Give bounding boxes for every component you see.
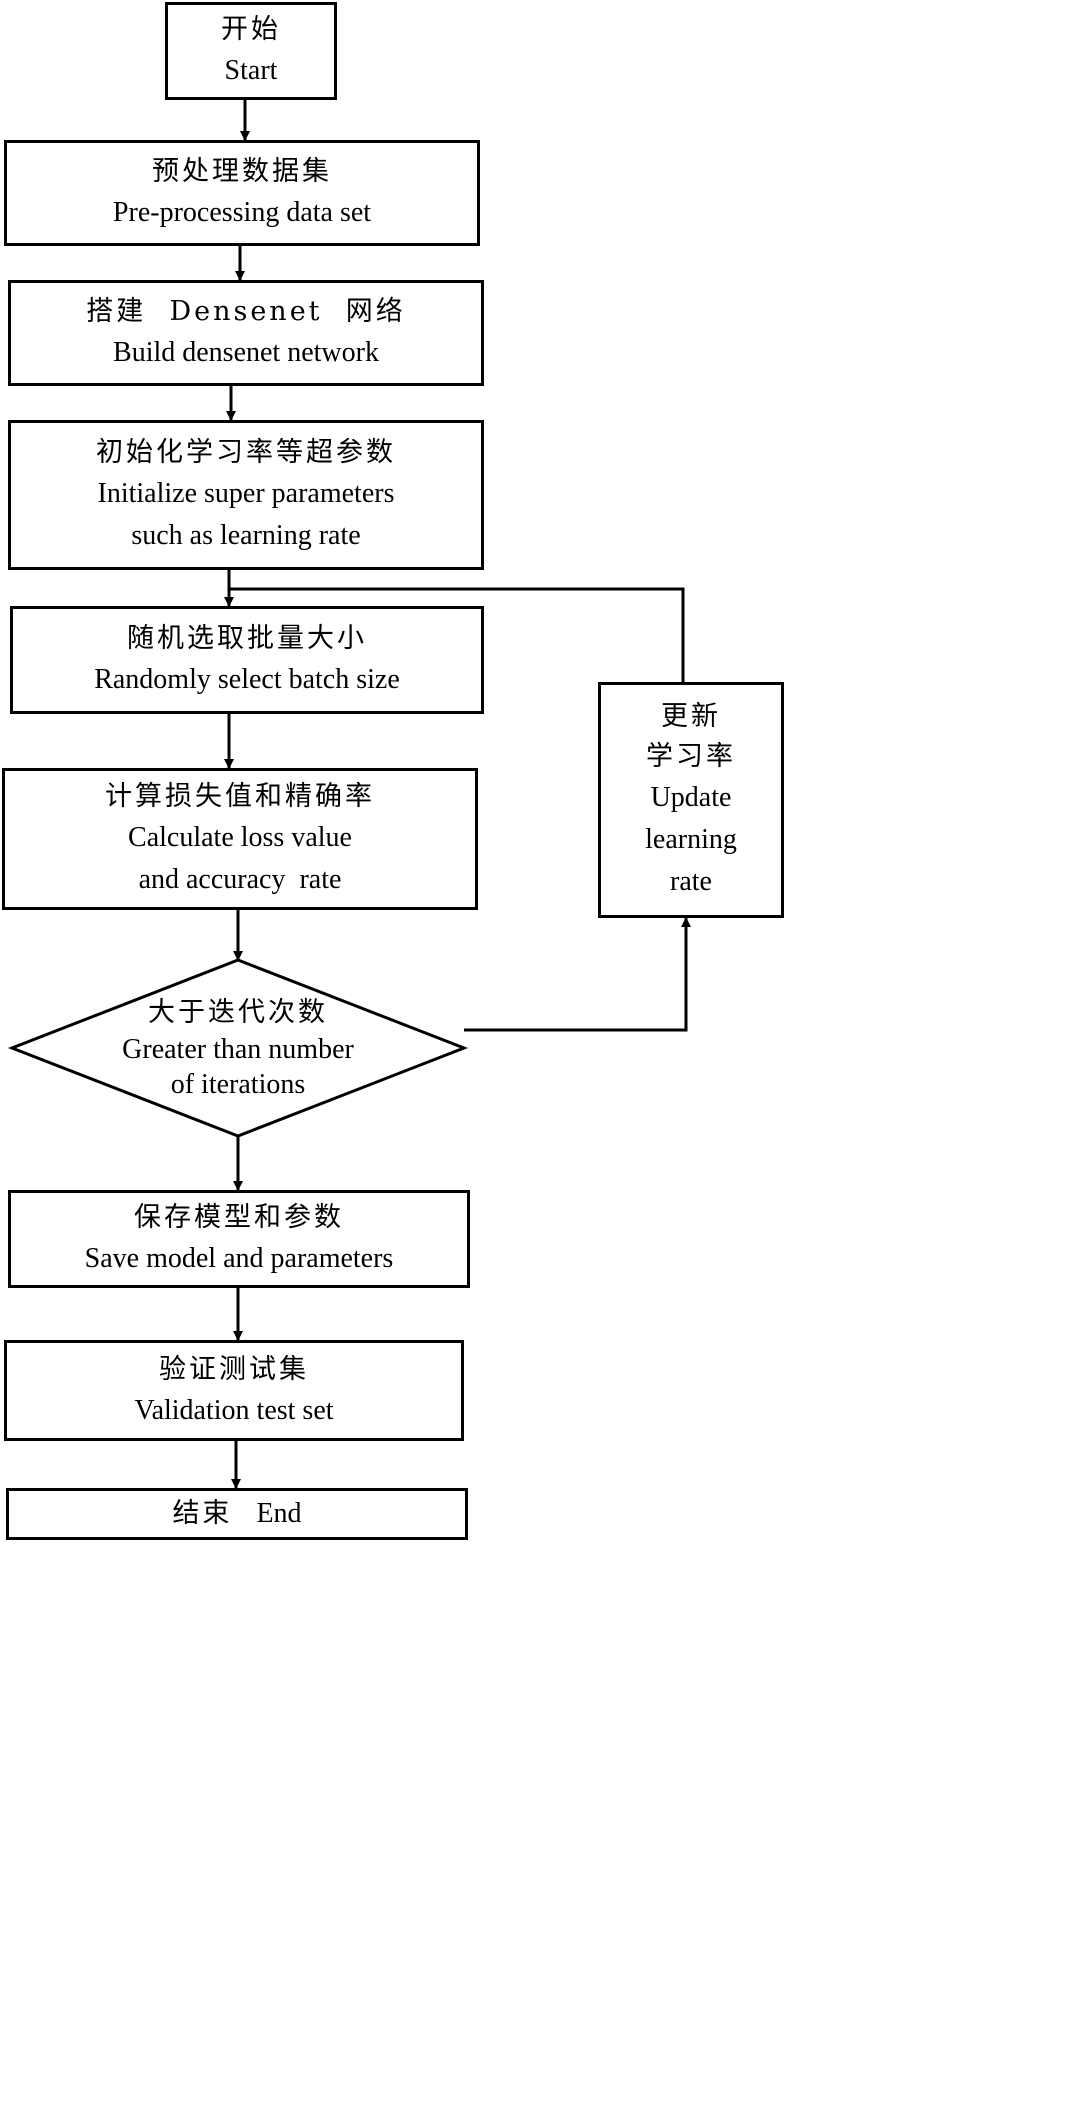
- build-zh: 搭建 Densenet 网络: [86, 296, 406, 327]
- decision-en-line-2: of iterations: [170, 1069, 306, 1100]
- end-node: 结束 End: [6, 1488, 468, 1540]
- preprocess-en: Pre-processing data set: [112, 197, 372, 228]
- update-en-line-2: learning: [645, 824, 737, 855]
- start-node: 开始 Start: [165, 2, 337, 100]
- calc-zh: 计算损失值和精确率: [105, 781, 375, 812]
- decision-node: 大于迭代次数 Greater than number of iterations: [12, 960, 464, 1136]
- calc-en-line-2: and accuracy rate: [138, 864, 342, 895]
- start-en: Start: [224, 55, 278, 86]
- build-en: Build densenet network: [113, 337, 379, 368]
- update-zh-line-1: 更新: [661, 701, 721, 732]
- preprocess-zh: 预处理数据集: [152, 156, 332, 187]
- decision-en-line-1: Greater than number: [122, 1034, 354, 1065]
- update-node: 更新 学习率 Update learning rate: [598, 682, 784, 918]
- save-zh: 保存模型和参数: [134, 1202, 344, 1233]
- end-zh: 结束: [172, 1498, 233, 1529]
- preprocess-node: 预处理数据集 Pre-processing data set: [4, 140, 480, 246]
- flowchart: 开始 Start 预处理数据集 Pre-processing data set …: [2, 2, 784, 1540]
- init-en-line-2: such as learning rate: [131, 520, 361, 551]
- update-zh-line-2: 学习率: [646, 741, 736, 772]
- build-node: 搭建 Densenet 网络 Build densenet network: [8, 280, 484, 386]
- decision-zh: 大于迭代次数: [148, 997, 328, 1028]
- calc-node: 计算损失值和精确率 Calculate loss value and accur…: [2, 768, 478, 910]
- calc-en-line-1: Calculate loss value: [128, 822, 352, 853]
- end-en: End: [256, 1498, 302, 1529]
- batch-node: 随机选取批量大小 Randomly select batch size: [10, 606, 484, 714]
- validate-en: Validation test set: [134, 1394, 334, 1426]
- init-node: 初始化学习率等超参数 Initialize super parameters s…: [8, 420, 484, 570]
- save-node: 保存模型和参数 Save model and parameters: [8, 1190, 470, 1288]
- arrow-update-to-loop: [229, 587, 685, 682]
- init-zh: 初始化学习率等超参数: [96, 437, 396, 468]
- update-en-line-1: Update: [650, 782, 732, 813]
- init-en-line-1: Initialize super parameters: [97, 478, 395, 509]
- start-zh: 开始: [221, 14, 281, 45]
- batch-zh: 随机选取批量大小: [127, 623, 367, 654]
- validate-zh: 验证测试集: [159, 1353, 309, 1385]
- connectors: [7, 100, 691, 1489]
- arrow-decision-to-update: [464, 917, 691, 1032]
- update-en-line-3: rate: [670, 866, 712, 897]
- save-en: Save model and parameters: [84, 1243, 394, 1274]
- batch-en: Randomly select batch size: [94, 664, 400, 695]
- validate-node: 验证测试集 Validation test set: [4, 1340, 464, 1441]
